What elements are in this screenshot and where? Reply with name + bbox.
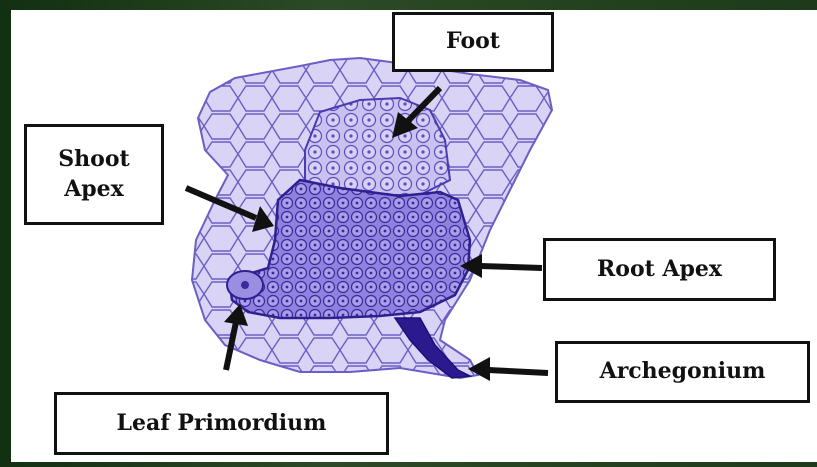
label-leaf-primordium: Leaf Primordium bbox=[54, 392, 389, 455]
label-root-apex: Root Apex bbox=[543, 238, 776, 301]
label-archegonium: Archegonium bbox=[555, 341, 810, 403]
label-foot: Foot bbox=[392, 12, 554, 72]
label-foot-text: Foot bbox=[446, 27, 500, 57]
foot-region bbox=[305, 98, 450, 195]
label-leaf-primordium-text: Leaf Primordium bbox=[117, 409, 327, 439]
label-shoot-apex-text: Shoot Apex bbox=[58, 145, 129, 204]
label-root-apex-text: Root Apex bbox=[597, 255, 722, 285]
label-archegonium-text: Archegonium bbox=[600, 357, 766, 387]
label-shoot-apex: Shoot Apex bbox=[24, 124, 164, 225]
